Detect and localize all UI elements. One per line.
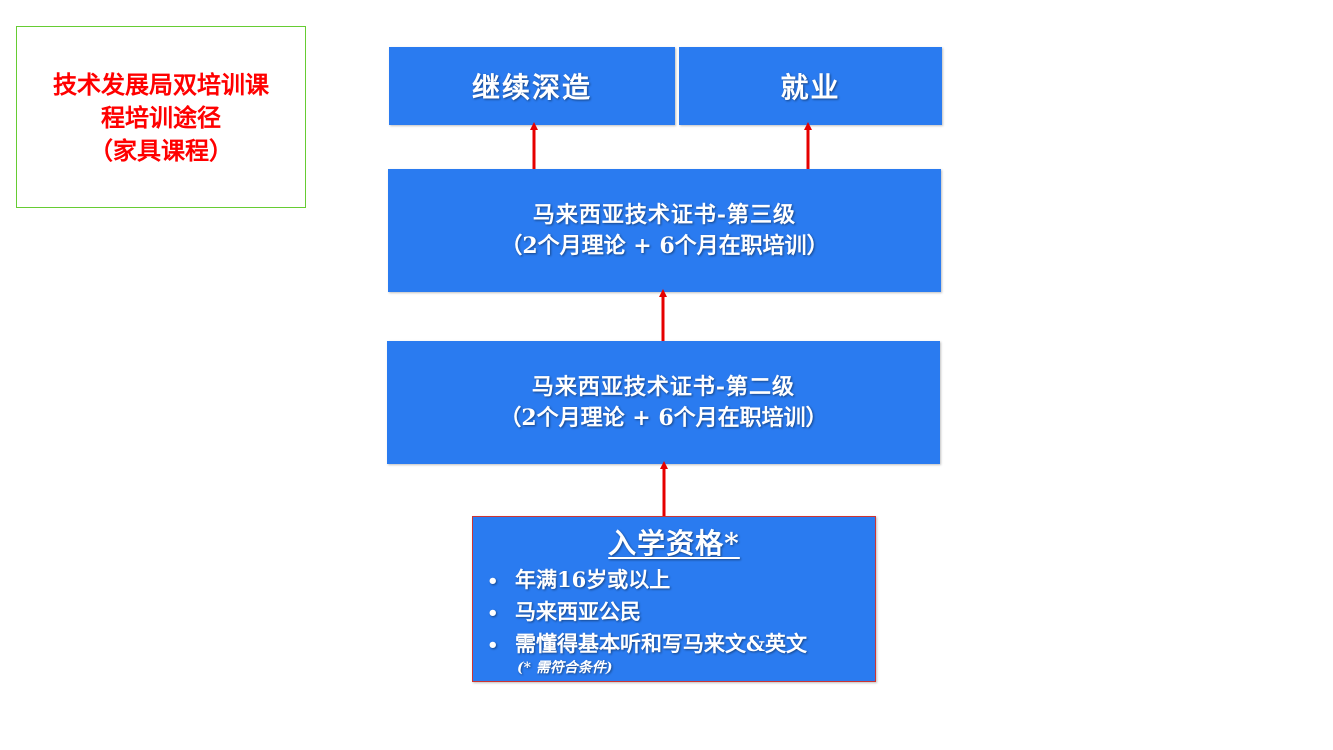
- entry-list: • 年满16岁或以上 • 马来西亚公民 • 需懂得基本听和写马来文&英文: [473, 565, 875, 661]
- further-study-box: 继续深造: [389, 47, 675, 125]
- further-study-label: 继续深造: [471, 71, 592, 104]
- entry-item-text: 年满16岁或以上: [515, 567, 671, 592]
- entry-item: • 马来西亚公民: [487, 597, 875, 629]
- level2-title: 马来西亚技术证书-第二级: [531, 373, 796, 400]
- employment-box: 就业: [679, 47, 942, 125]
- employment-label: 就业: [780, 71, 841, 104]
- entry-item: • 年满16岁或以上: [487, 565, 875, 597]
- entry-requirements-box: 入学资格* • 年满16岁或以上 • 马来西亚公民 • 需懂得基本听和写马来文&…: [472, 516, 876, 682]
- bullet-icon: •: [487, 635, 499, 656]
- entry-item-text: 马来西亚公民: [515, 599, 641, 624]
- level3-box: 马来西亚技术证书-第三级 （2个月理论 + 6个月在职培训）: [388, 169, 941, 292]
- entry-note: (* 需符合条件): [517, 660, 613, 676]
- level3-detail: （2个月理论 + 6个月在职培训）: [500, 232, 829, 259]
- title-line-1: 技术发展局双培训课: [53, 69, 269, 99]
- level2-box: 马来西亚技术证书-第二级 （2个月理论 + 6个月在职培训）: [387, 341, 940, 464]
- bullet-icon: •: [487, 603, 499, 624]
- level2-detail: （2个月理论 + 6个月在职培训）: [499, 404, 828, 431]
- entry-item-text: 需懂得基本听和写马来文&英文: [515, 631, 807, 656]
- level3-title: 马来西亚技术证书-第三级: [532, 201, 797, 228]
- entry-title: 入学资格*: [608, 527, 740, 560]
- bullet-icon: •: [487, 571, 499, 592]
- title-line-3: （家具课程）: [89, 135, 233, 165]
- title-line-2: 程培训途径: [101, 102, 221, 132]
- entry-item: • 需懂得基本听和写马来文&英文: [487, 629, 875, 661]
- title-box: 技术发展局双培训课 程培训途径 （家具课程）: [16, 26, 306, 208]
